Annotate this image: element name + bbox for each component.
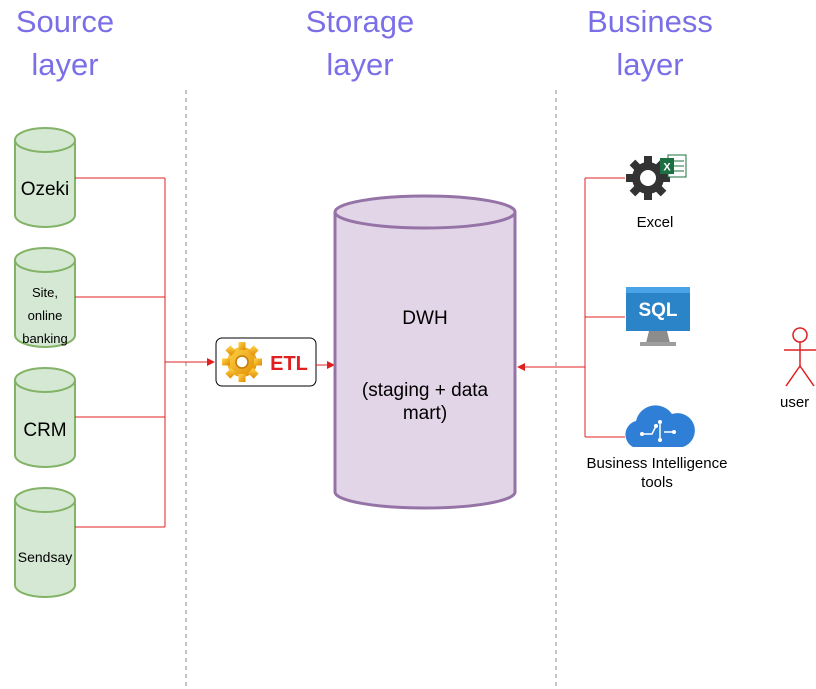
source-site-cylinder[interactable] bbox=[14, 247, 76, 348]
source-ozeki-label: Ozeki bbox=[20, 179, 70, 200]
dwh-subtitle-line2: mart) bbox=[402, 403, 448, 424]
source-crm-cylinder[interactable] bbox=[14, 367, 76, 468]
source-layer-title-line1: Source bbox=[15, 4, 115, 39]
source-site-label: Site, online banking bbox=[12, 281, 78, 350]
storage-layer-title-line2: layer bbox=[326, 47, 394, 82]
storage-layer-title-line1: Storage bbox=[305, 4, 415, 39]
bi-tools-label-line2: tools bbox=[641, 474, 673, 491]
sql-monitor-icon: SQL bbox=[626, 287, 690, 346]
etl-gear-icon bbox=[222, 342, 262, 382]
excel-gear-icon bbox=[626, 156, 670, 200]
excel-icon: X bbox=[660, 154, 687, 178]
sql-icon-text: SQL bbox=[638, 300, 677, 321]
bi-tools-label: Business Intelligence tools bbox=[572, 454, 742, 492]
dwh-subtitle: (staging + data mart) bbox=[335, 379, 515, 425]
dwh-cylinder[interactable] bbox=[333, 194, 517, 510]
source-site-label-line1: Site, bbox=[31, 285, 58, 300]
source-layer-title-line2: layer bbox=[31, 47, 99, 82]
excel-icon-letter: X bbox=[663, 162, 671, 174]
source-layer-title: Source layer bbox=[0, 0, 130, 86]
user-label: user bbox=[780, 394, 810, 411]
business-layer-title-line2: layer bbox=[616, 47, 684, 82]
business-layer-title: Business layer bbox=[570, 0, 730, 86]
storage-layer-title: Storage layer bbox=[290, 0, 430, 86]
bi-tools-label-line1: Business Intelligence bbox=[586, 455, 728, 472]
source-sendsay-cylinder[interactable] bbox=[14, 487, 76, 598]
source-connectors bbox=[75, 177, 215, 528]
dwh-subtitle-line1: (staging + data bbox=[361, 380, 489, 401]
user-actor-icon bbox=[784, 327, 816, 387]
source-ozeki-cylinder[interactable] bbox=[14, 127, 76, 228]
source-site-label-line2: online bbox=[27, 308, 63, 323]
business-layer-title-line1: Business bbox=[587, 4, 713, 39]
excel-label: Excel bbox=[636, 214, 674, 231]
source-site-label-line3: banking bbox=[22, 331, 68, 346]
business-connectors bbox=[517, 177, 625, 438]
source-crm-label: CRM bbox=[23, 420, 67, 441]
source-sendsay-label: Sendsay bbox=[17, 549, 73, 565]
dwh-title: DWH bbox=[402, 308, 448, 329]
bi-cloud-icon bbox=[625, 405, 695, 447]
etl-label: ETL bbox=[270, 353, 308, 375]
